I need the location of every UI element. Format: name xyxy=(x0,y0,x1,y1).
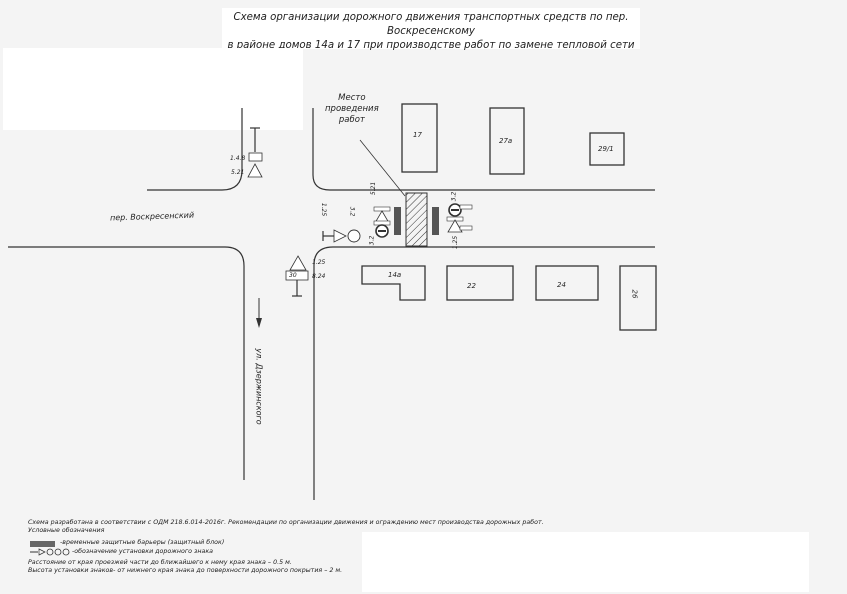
work-signs-east xyxy=(446,203,473,233)
road-edge-north-west xyxy=(147,108,243,191)
mask-block-left xyxy=(3,48,303,130)
scheme-title: Схема организации дорожного движения тра… xyxy=(222,8,640,51)
sign-code-w-a: 1.25 xyxy=(320,202,328,217)
sign-code-w-b: 3.2 xyxy=(348,206,356,217)
title-line-1: Схема организации дорожного движения тра… xyxy=(233,12,629,37)
sign-code-sw-bottom: 8.24 xyxy=(312,273,326,280)
warning-sign-nw xyxy=(247,163,263,178)
prohibit-sign-w xyxy=(347,229,361,243)
house-24 xyxy=(535,265,599,301)
house-14a xyxy=(361,265,426,301)
legend-line-1: Схема разработана в соответствии с ОДМ 2… xyxy=(28,519,544,526)
speed-limit-value: 30 xyxy=(289,272,297,279)
house-27a xyxy=(489,107,525,175)
house-label-29-1: 29/1 xyxy=(598,145,614,153)
title-line-2: в районе домов 14а и 17 при производстве… xyxy=(227,40,635,51)
road-edge-south-west xyxy=(8,246,245,480)
work-site-label: Место проведения работ xyxy=(325,93,379,125)
work-zone xyxy=(405,192,428,247)
legend-line-2: Условные обозначения xyxy=(28,527,105,534)
road-edge-north-east xyxy=(312,108,655,191)
sign-code-work-se: 1.25 xyxy=(452,235,460,250)
sign-code-nw-top: 1.4.8 xyxy=(230,155,246,162)
house-label-26: 26 xyxy=(630,289,639,299)
street-label-vertical: ул. Дзержинского xyxy=(254,348,264,425)
house-label-14a: 14а xyxy=(388,271,402,279)
direction-arrow-head xyxy=(256,318,262,328)
sign-code-work-nw: 5.21 xyxy=(370,181,378,196)
house-label-24: 24 xyxy=(557,281,566,289)
legend-line-4: Высота установки знаков- от нижнего края… xyxy=(28,567,343,574)
legend-item-signs: -обозначение установки дорожного знака xyxy=(72,548,214,555)
house-label-27a: 27а xyxy=(499,137,513,145)
house-29-1 xyxy=(589,132,625,166)
house-label-22: 22 xyxy=(467,282,476,290)
road-edge-south-east xyxy=(313,246,655,500)
sign-code-work-ne: 3.2 xyxy=(450,191,458,202)
warning-sign-sw xyxy=(289,255,307,271)
legend-line-3: Расстояние от края проезжей части до бли… xyxy=(28,559,292,566)
house-26 xyxy=(619,265,657,331)
warning-sign-w xyxy=(333,229,347,243)
legend-barrier-symbol xyxy=(30,541,55,547)
sign-code-work-sw: 3.2 xyxy=(368,235,376,246)
sign-code-sw-top: 1.25 xyxy=(312,259,326,266)
house-22 xyxy=(446,265,514,301)
mask-block-bottom xyxy=(362,532,809,592)
house-label-17: 17 xyxy=(413,131,422,139)
sign-plate-nw xyxy=(248,152,263,162)
legend-item-barriers: -временные защитные барьеры (защитный бл… xyxy=(60,539,225,546)
barrier-block-west xyxy=(394,207,401,235)
house-17 xyxy=(401,103,438,173)
sign-code-nw-bottom: 5.21 xyxy=(231,169,245,176)
work-signs-west xyxy=(373,206,391,238)
work-site-leader xyxy=(359,139,406,197)
barrier-block-east xyxy=(432,207,439,235)
